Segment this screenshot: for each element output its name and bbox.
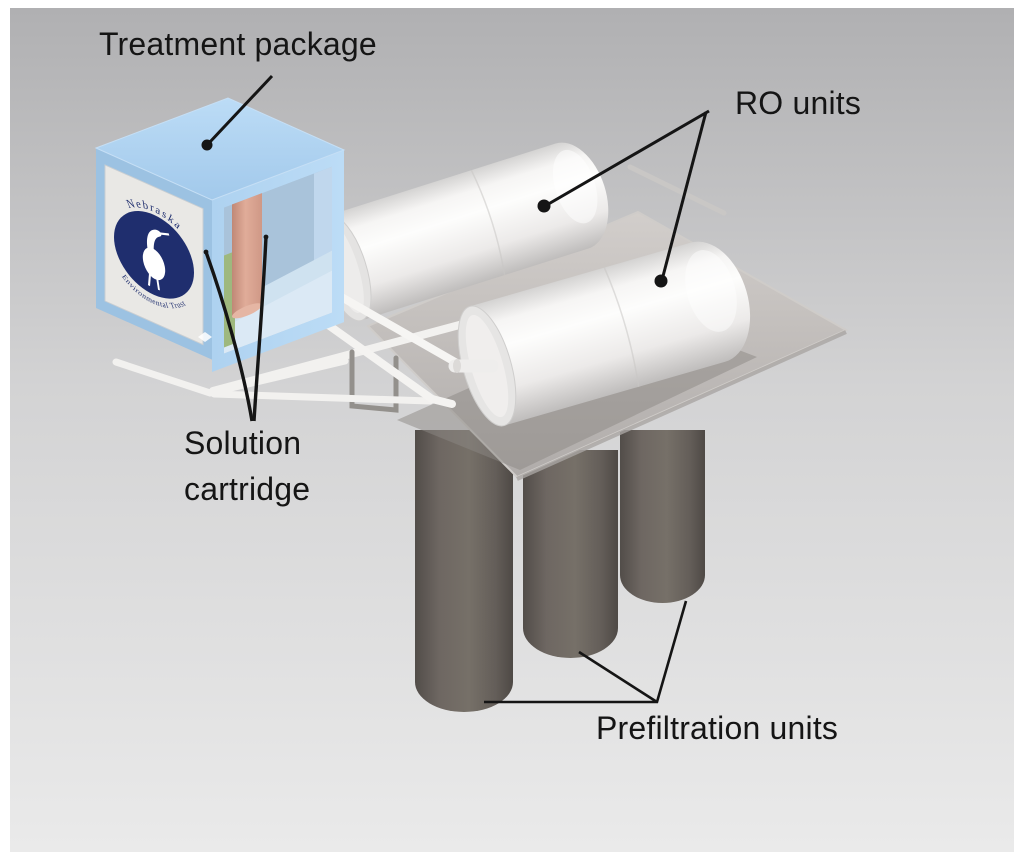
label-treatment-package: Treatment package [99, 26, 377, 62]
pipe-elbow [428, 395, 456, 408]
pipe-low [210, 390, 434, 405]
u-bracket [349, 349, 399, 413]
pipe-rack [112, 267, 499, 413]
crane-bird-icon [142, 229, 170, 291]
box-glint [198, 332, 212, 342]
box-top-face [94, 97, 346, 201]
label-solution-cartridge: Solution cartridge [184, 420, 310, 512]
stand-frame [112, 357, 349, 397]
leader-lines [201, 74, 710, 704]
label-prefiltration-units: Prefiltration units [596, 710, 839, 746]
label-solution-line2: cartridge [184, 471, 311, 507]
prefilter-right [620, 430, 705, 603]
leader-ro-units [537, 109, 710, 288]
leader-treatment-package [201, 74, 274, 151]
leader-prefiltration-units [484, 600, 688, 704]
prefilter-left [415, 430, 513, 712]
label-solution-line1: Solution [184, 425, 302, 461]
leader-solution-cartridge [203, 234, 269, 422]
prefilter-middle [523, 450, 618, 658]
rack-rail [627, 164, 727, 216]
treatment-package-box: Nebraska Environmental Trust [94, 97, 346, 372]
solution-cartridge-cylinder [232, 185, 262, 317]
label-ro-units: RO units [735, 85, 862, 121]
prefiltration-units [415, 430, 705, 712]
